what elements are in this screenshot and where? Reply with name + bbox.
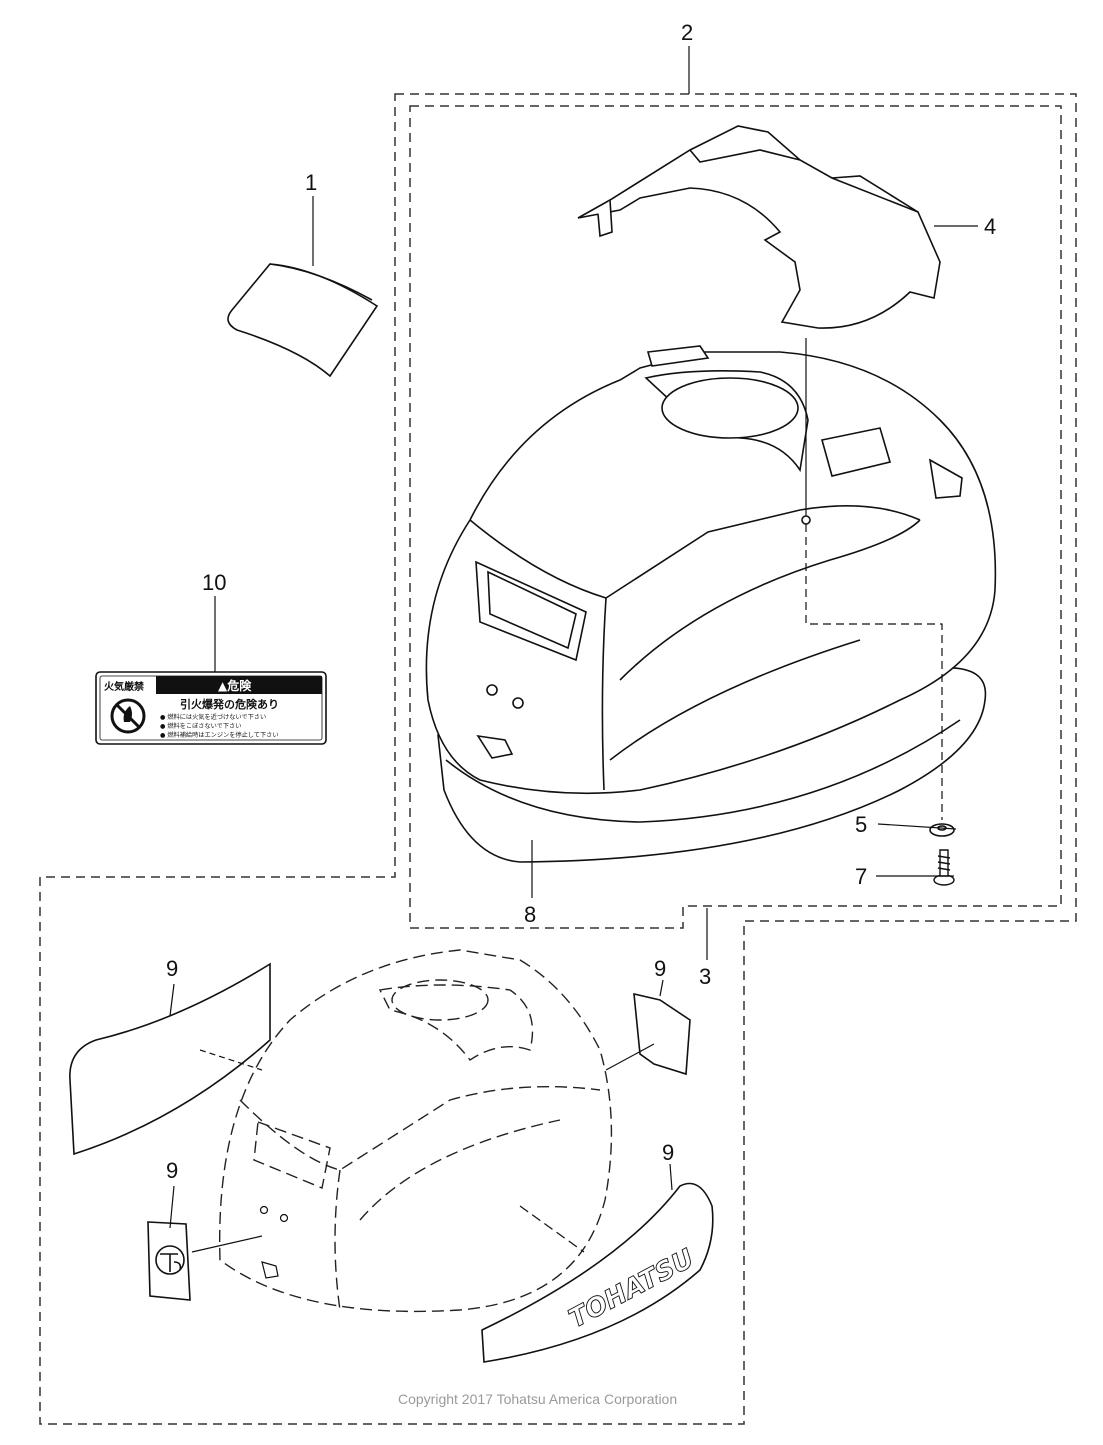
warning-right-heading: ▲危険 [218,678,252,693]
cowling-outline-lower [218,949,613,1313]
callout-4: 4 [984,214,996,239]
top-cowling [425,345,997,863]
callout-8: 8 [524,902,536,927]
part-4-top-cover [577,125,941,329]
callout-5: 5 [855,812,867,837]
lower-cowling-screws [259,1205,289,1279]
callout-1: 1 [305,170,317,195]
warning-bullet-3: ● 燃料補給時はエンジンを停止して下さい [160,731,279,739]
warning-main-line: 引火爆発の危険あり [180,697,279,711]
warning-left-heading: 火気厳禁 [104,680,144,693]
part-9-decal-logo [147,1221,191,1301]
part-5-washer [929,823,955,837]
part-9-decal-left [69,962,271,1156]
cowling-window [475,560,587,662]
callout-3: 3 [699,964,711,989]
part-9-decal-tohatsu: TOHATSU [481,1182,714,1363]
warning-bullet-1: ● 燃料には火気を近づけないで下さい [160,713,266,721]
copyright-notice: Copyright 2017 Tohatsu America Corporati… [398,1391,677,1407]
callouts: 1 2 3 4 5 7 8 9 9 9 9 10 [166,20,996,1183]
part-9-decal-right-small [633,992,691,1076]
warning-bullet-2: ● 燃料をこぼさないで下さい [160,722,241,730]
callout-10: 10 [202,570,226,595]
part-10-warning-label: 火気厳禁 ▲危険 引火爆発の危険あり ● 燃料には火気を近づけないで下さい ● … [95,671,327,745]
boundary-outer [39,93,1077,1425]
callout-7: 7 [855,864,867,889]
leader-lines [169,46,978,1253]
part-1-pad [227,263,379,378]
callout-2: 2 [681,20,693,45]
callout-9-right-small: 9 [654,956,666,981]
boundary-inner [409,105,1062,929]
callout-9-left: 9 [166,956,178,981]
part-7-screw [933,849,955,886]
assembly-boundaries [39,93,1077,1425]
callout-9-logo: 9 [166,1158,178,1183]
callout-9-tohatsu: 9 [662,1140,674,1165]
